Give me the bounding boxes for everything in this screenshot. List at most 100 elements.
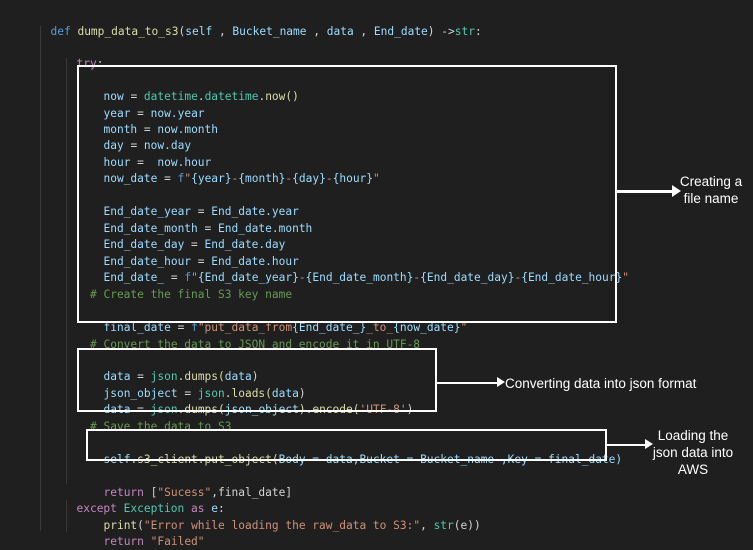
string: "put_data_from (197, 321, 293, 334)
fstring-field: {End_date_month} (305, 271, 414, 284)
code-line-end-date[interactable]: End_date_ = f"{End_date_year}-{End_date_… (90, 254, 629, 284)
keyword-except: except (76, 502, 117, 515)
call-print: print (103, 519, 138, 532)
var: final_date (103, 321, 171, 334)
param-bucket-name: Bucket_name (232, 25, 307, 38)
code-line-end-date-month[interactable]: End_date_month = End_date.month (90, 205, 312, 235)
keyword-def: def (50, 25, 71, 38)
string: " (184, 172, 192, 185)
value: End_date.year (211, 205, 299, 218)
var: data (103, 370, 131, 383)
string: "Failed" (143, 535, 205, 548)
string: " (191, 271, 198, 284)
call: .dumps( (177, 370, 225, 383)
rest: ,final_date] (211, 486, 293, 499)
code-line-end-date-hour[interactable]: End_date_hour = End_date.hour (90, 238, 298, 268)
operator: = (130, 370, 151, 383)
code-line-final-date[interactable]: final_date = f"put_data_from{End_date_}_… (90, 304, 467, 334)
var: End_date_day (103, 238, 185, 251)
fstring-field: {End_date_} (292, 321, 367, 334)
code-line-month[interactable]: month = now.month (90, 106, 218, 136)
fstring-field: {month} (238, 172, 286, 185)
fstring-field: {End_date_year} (197, 271, 299, 284)
arg: (e) (453, 519, 474, 532)
colon: : (474, 25, 482, 38)
arg: data (224, 370, 252, 383)
code-line-json-encode[interactable]: data = json.dumps(json_object).encode('U… (90, 386, 413, 416)
fstring-prefix: f (191, 321, 198, 334)
var: End_date_ (103, 271, 165, 284)
operator: = (130, 107, 151, 120)
fstring-field: {day} (292, 172, 326, 185)
keyword-return: return (103, 535, 144, 548)
code-line-print[interactable]: print("Error while loading the raw_data … (90, 502, 480, 532)
colon: : (96, 57, 104, 70)
arg: json_object (224, 403, 299, 416)
code-line-end-date-day[interactable]: End_date_day = End_date.day (90, 221, 285, 251)
highlight-box-file-name (77, 65, 617, 323)
return-type: str (454, 25, 475, 38)
var-year: year (103, 107, 131, 120)
code-line-now[interactable]: now = datetime.datetime.now() (90, 73, 298, 103)
highlight-box-put-object (86, 429, 607, 461)
operator: = (130, 156, 158, 169)
code-line-except[interactable]: except Exception as e: (63, 485, 224, 515)
param-end-date: End_date (373, 25, 428, 38)
separator: , (420, 519, 434, 532)
param-self: self (185, 25, 213, 38)
code-line-return-failed[interactable]: return "Failed" (90, 518, 204, 548)
code-line-def[interactable]: def dump_data_to_s3(self , Bucket_name ,… (37, 8, 481, 38)
var: data (103, 403, 131, 416)
call: .loads( (224, 387, 272, 400)
fstring-prefix: f (184, 271, 192, 284)
operator: = (177, 387, 198, 400)
value: End_date.hour (211, 255, 299, 268)
operator: = (197, 222, 218, 235)
module-json: json (197, 387, 225, 400)
comment-convert-json[interactable]: # Convert the data to JSON and encode it… (90, 338, 421, 351)
comment-create-key[interactable]: # Create the final S3 key name (90, 288, 293, 301)
highlight-box-json (77, 348, 437, 412)
var: End_date_year (103, 205, 192, 218)
var-e: e (204, 502, 218, 515)
value: now.month (157, 123, 219, 136)
code-line-now-date[interactable]: now_date = f"{year}-{month}-{day}-{hour}… (90, 155, 379, 185)
string: - (325, 172, 333, 185)
var-month: month (103, 123, 138, 136)
var-day: day (103, 139, 124, 152)
code-line-year[interactable]: year = now.year (90, 90, 204, 120)
operator: = (170, 321, 192, 334)
code-line-json-loads[interactable]: json_object = json.loads(data) (90, 370, 305, 400)
indent-guide (40, 26, 41, 531)
paren: ( (178, 25, 186, 38)
code-line-json-dumps[interactable]: data = json.dumps(data) (90, 353, 258, 383)
string: " (373, 172, 380, 185)
arrow-line (607, 444, 647, 446)
code-line-day[interactable]: day = now.day (90, 122, 191, 152)
paren: ) (406, 403, 414, 416)
arg: data (271, 387, 299, 400)
keyword-as: as (184, 502, 205, 515)
code-line-end-date-year[interactable]: End_date_year = End_date.year (90, 188, 298, 218)
code-line-return-success[interactable]: return ["Sucess",final_date] (90, 469, 292, 499)
separator: , (306, 25, 327, 38)
operator: = (157, 172, 178, 185)
operator: = (130, 403, 151, 416)
paren: ) (474, 519, 481, 532)
string: - (514, 271, 522, 284)
arrow-right-icon (497, 377, 505, 387)
var: End_date_month (103, 222, 198, 235)
param-data: data (326, 25, 354, 38)
operator: = (184, 238, 205, 251)
fstring-field: {year} (191, 172, 232, 185)
string: "Error while loading the raw_data to S3:… (143, 519, 421, 532)
return-arrow: ) -> (427, 25, 455, 38)
value: End_date.day (204, 238, 286, 251)
arrow-right-icon (672, 185, 681, 197)
code-line-try[interactable]: try: (63, 40, 103, 70)
value: now.hour (157, 156, 212, 169)
fstring-field: {now_date} (393, 321, 461, 334)
code-line-hour[interactable]: hour = now.hour (90, 139, 211, 169)
var: End_date_hour (103, 255, 192, 268)
string: 'UTF-8' (359, 403, 407, 416)
